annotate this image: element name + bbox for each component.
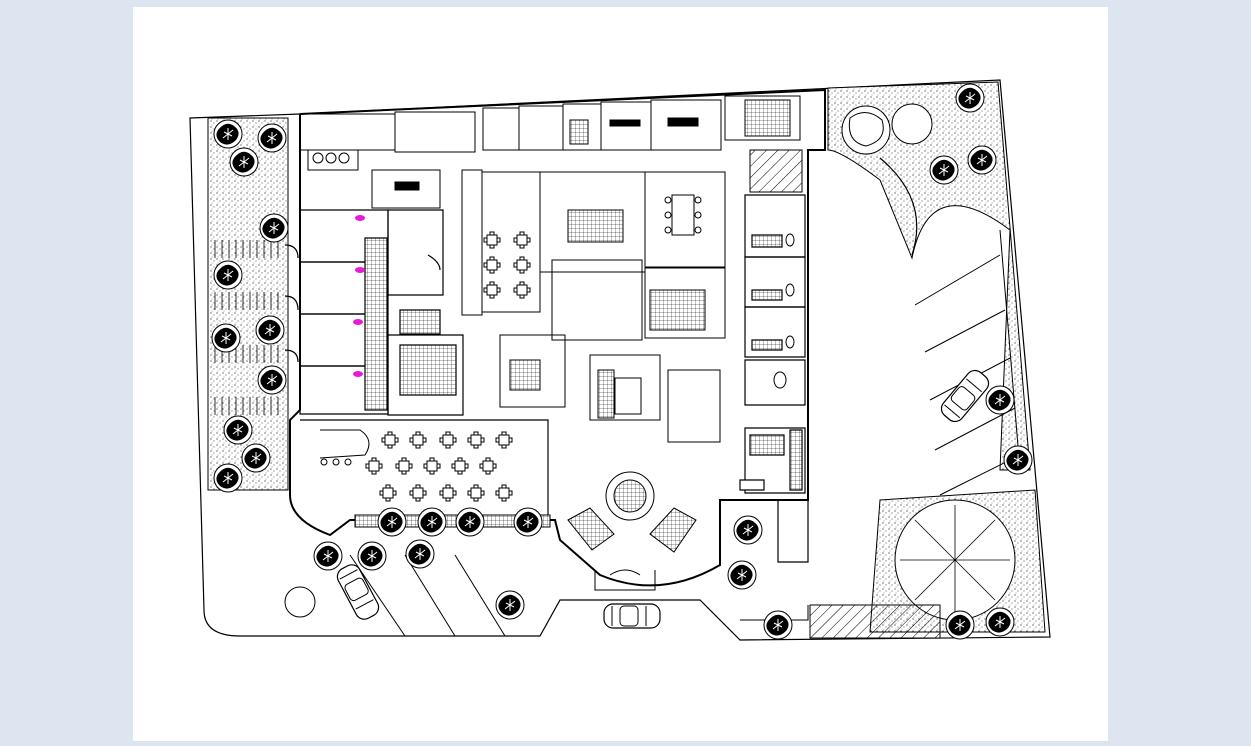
entrance-lobby [568,472,696,590]
garden-west [208,118,289,493]
table-icon [483,195,701,299]
site-boundary [190,80,1050,640]
car-icon [333,561,661,629]
central-rooms [372,170,725,442]
east-offices [740,195,808,562]
stair-icon [400,345,456,395]
stair-icon [745,100,790,136]
toilet-icon [774,234,794,388]
sofa-icon [568,508,696,552]
building-walls [290,90,825,585]
fountain-icon [606,472,654,520]
car-icon [937,366,993,426]
west-rooms [285,210,463,415]
table-icon [365,431,513,502]
north-rooms [300,96,802,192]
paving-strip [810,605,940,638]
tree-icon [842,83,1033,640]
bed-icon [353,215,365,377]
chair-icon [321,459,351,465]
stair-icon [650,290,705,330]
garden-east [810,82,1045,640]
